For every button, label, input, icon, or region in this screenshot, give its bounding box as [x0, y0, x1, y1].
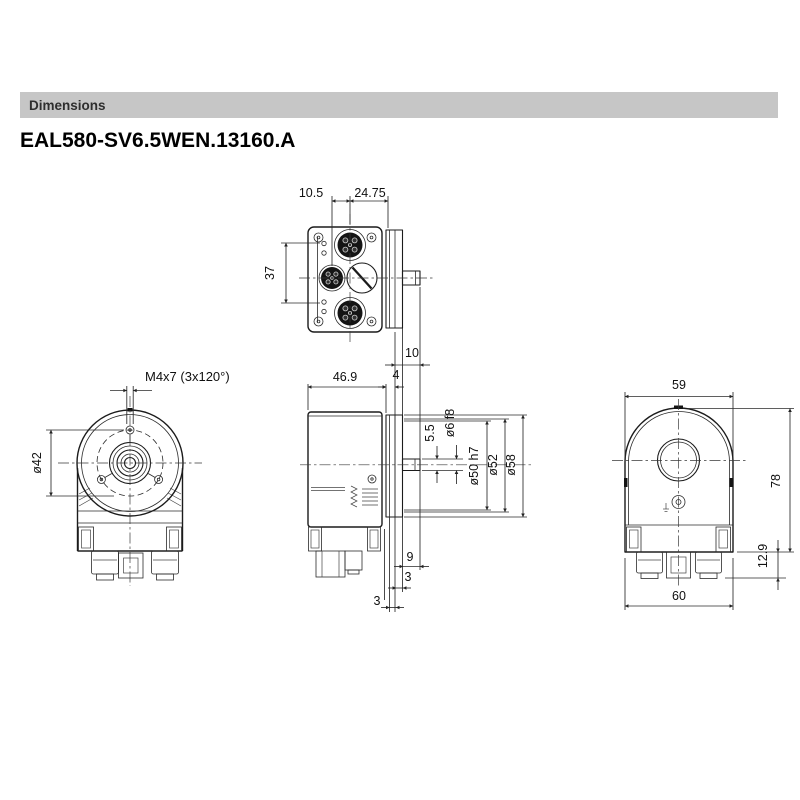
- front-view-drawing: M4x7 (3x120°) ø42: [30, 369, 230, 586]
- corner-screws: [313, 232, 377, 327]
- dim-label-78: 78: [769, 474, 783, 488]
- dim-label-4: 4: [393, 368, 400, 382]
- dim-label-9: 9: [407, 550, 414, 564]
- dim-label-5-5: 5.5: [423, 424, 437, 441]
- front-view-dimensions: M4x7 (3x120°) ø42: [30, 369, 230, 497]
- rear-view-drawing: 59 78 12.9 60: [612, 378, 794, 610]
- top-view-drawing: 10.5 24.75 37: [263, 186, 434, 612]
- top-view-dimensions: 10.5 24.75 37: [263, 186, 389, 304]
- ground-screw: [671, 495, 686, 509]
- side-clamps: [308, 526, 381, 552]
- rear-connectors: [636, 551, 722, 579]
- dim-label-37: 37: [263, 266, 277, 280]
- housing-label-detail: [311, 474, 378, 508]
- dim-label-3a: 3: [405, 570, 412, 584]
- dim-label-d50h7: ø50 h7: [467, 446, 481, 485]
- side-connectors: [315, 550, 363, 578]
- dim-label-d6f8: ø6 f8: [443, 409, 457, 438]
- page-title: EAL580-SV6.5WEN.13160.A: [20, 129, 296, 152]
- dim-label-d42: ø42: [30, 452, 44, 474]
- dim-label-59: 59: [672, 378, 686, 392]
- m12-connector-left: [318, 264, 346, 292]
- dim-label-10-5: 10.5: [299, 186, 323, 200]
- dim-label-d52: ø52: [486, 454, 500, 476]
- side-view-drawing: 46.9 4 10 5.5 ø6 f8 ø50 h7 ø52: [300, 346, 532, 612]
- section-header-label: Dimensions: [29, 97, 106, 113]
- ground-symbol-icon: [663, 503, 669, 512]
- dim-label-24-75: 24.75: [354, 186, 385, 200]
- dim-label-46-9: 46.9: [333, 370, 357, 384]
- dim-label-m4x7: M4x7 (3x120°): [145, 369, 230, 384]
- front-connectors: [91, 550, 179, 581]
- m12-connector-top: [334, 229, 366, 261]
- front-clamps: [78, 526, 182, 552]
- dim-label-3b: 3: [374, 594, 381, 608]
- dim-label-d58: ø58: [504, 454, 518, 476]
- rear-clamps: [626, 526, 731, 553]
- section-header-bar: Dimensions: [20, 92, 778, 118]
- side-view-dimensions: 46.9 4 10 5.5 ø6 f8 ø50 h7 ø52: [307, 346, 527, 612]
- dim-label-10: 10: [405, 346, 419, 360]
- dim-label-12-9: 12.9: [756, 544, 770, 568]
- rear-view-dimensions: 59 78 12.9 60: [624, 378, 794, 610]
- dim-label-60: 60: [672, 589, 686, 603]
